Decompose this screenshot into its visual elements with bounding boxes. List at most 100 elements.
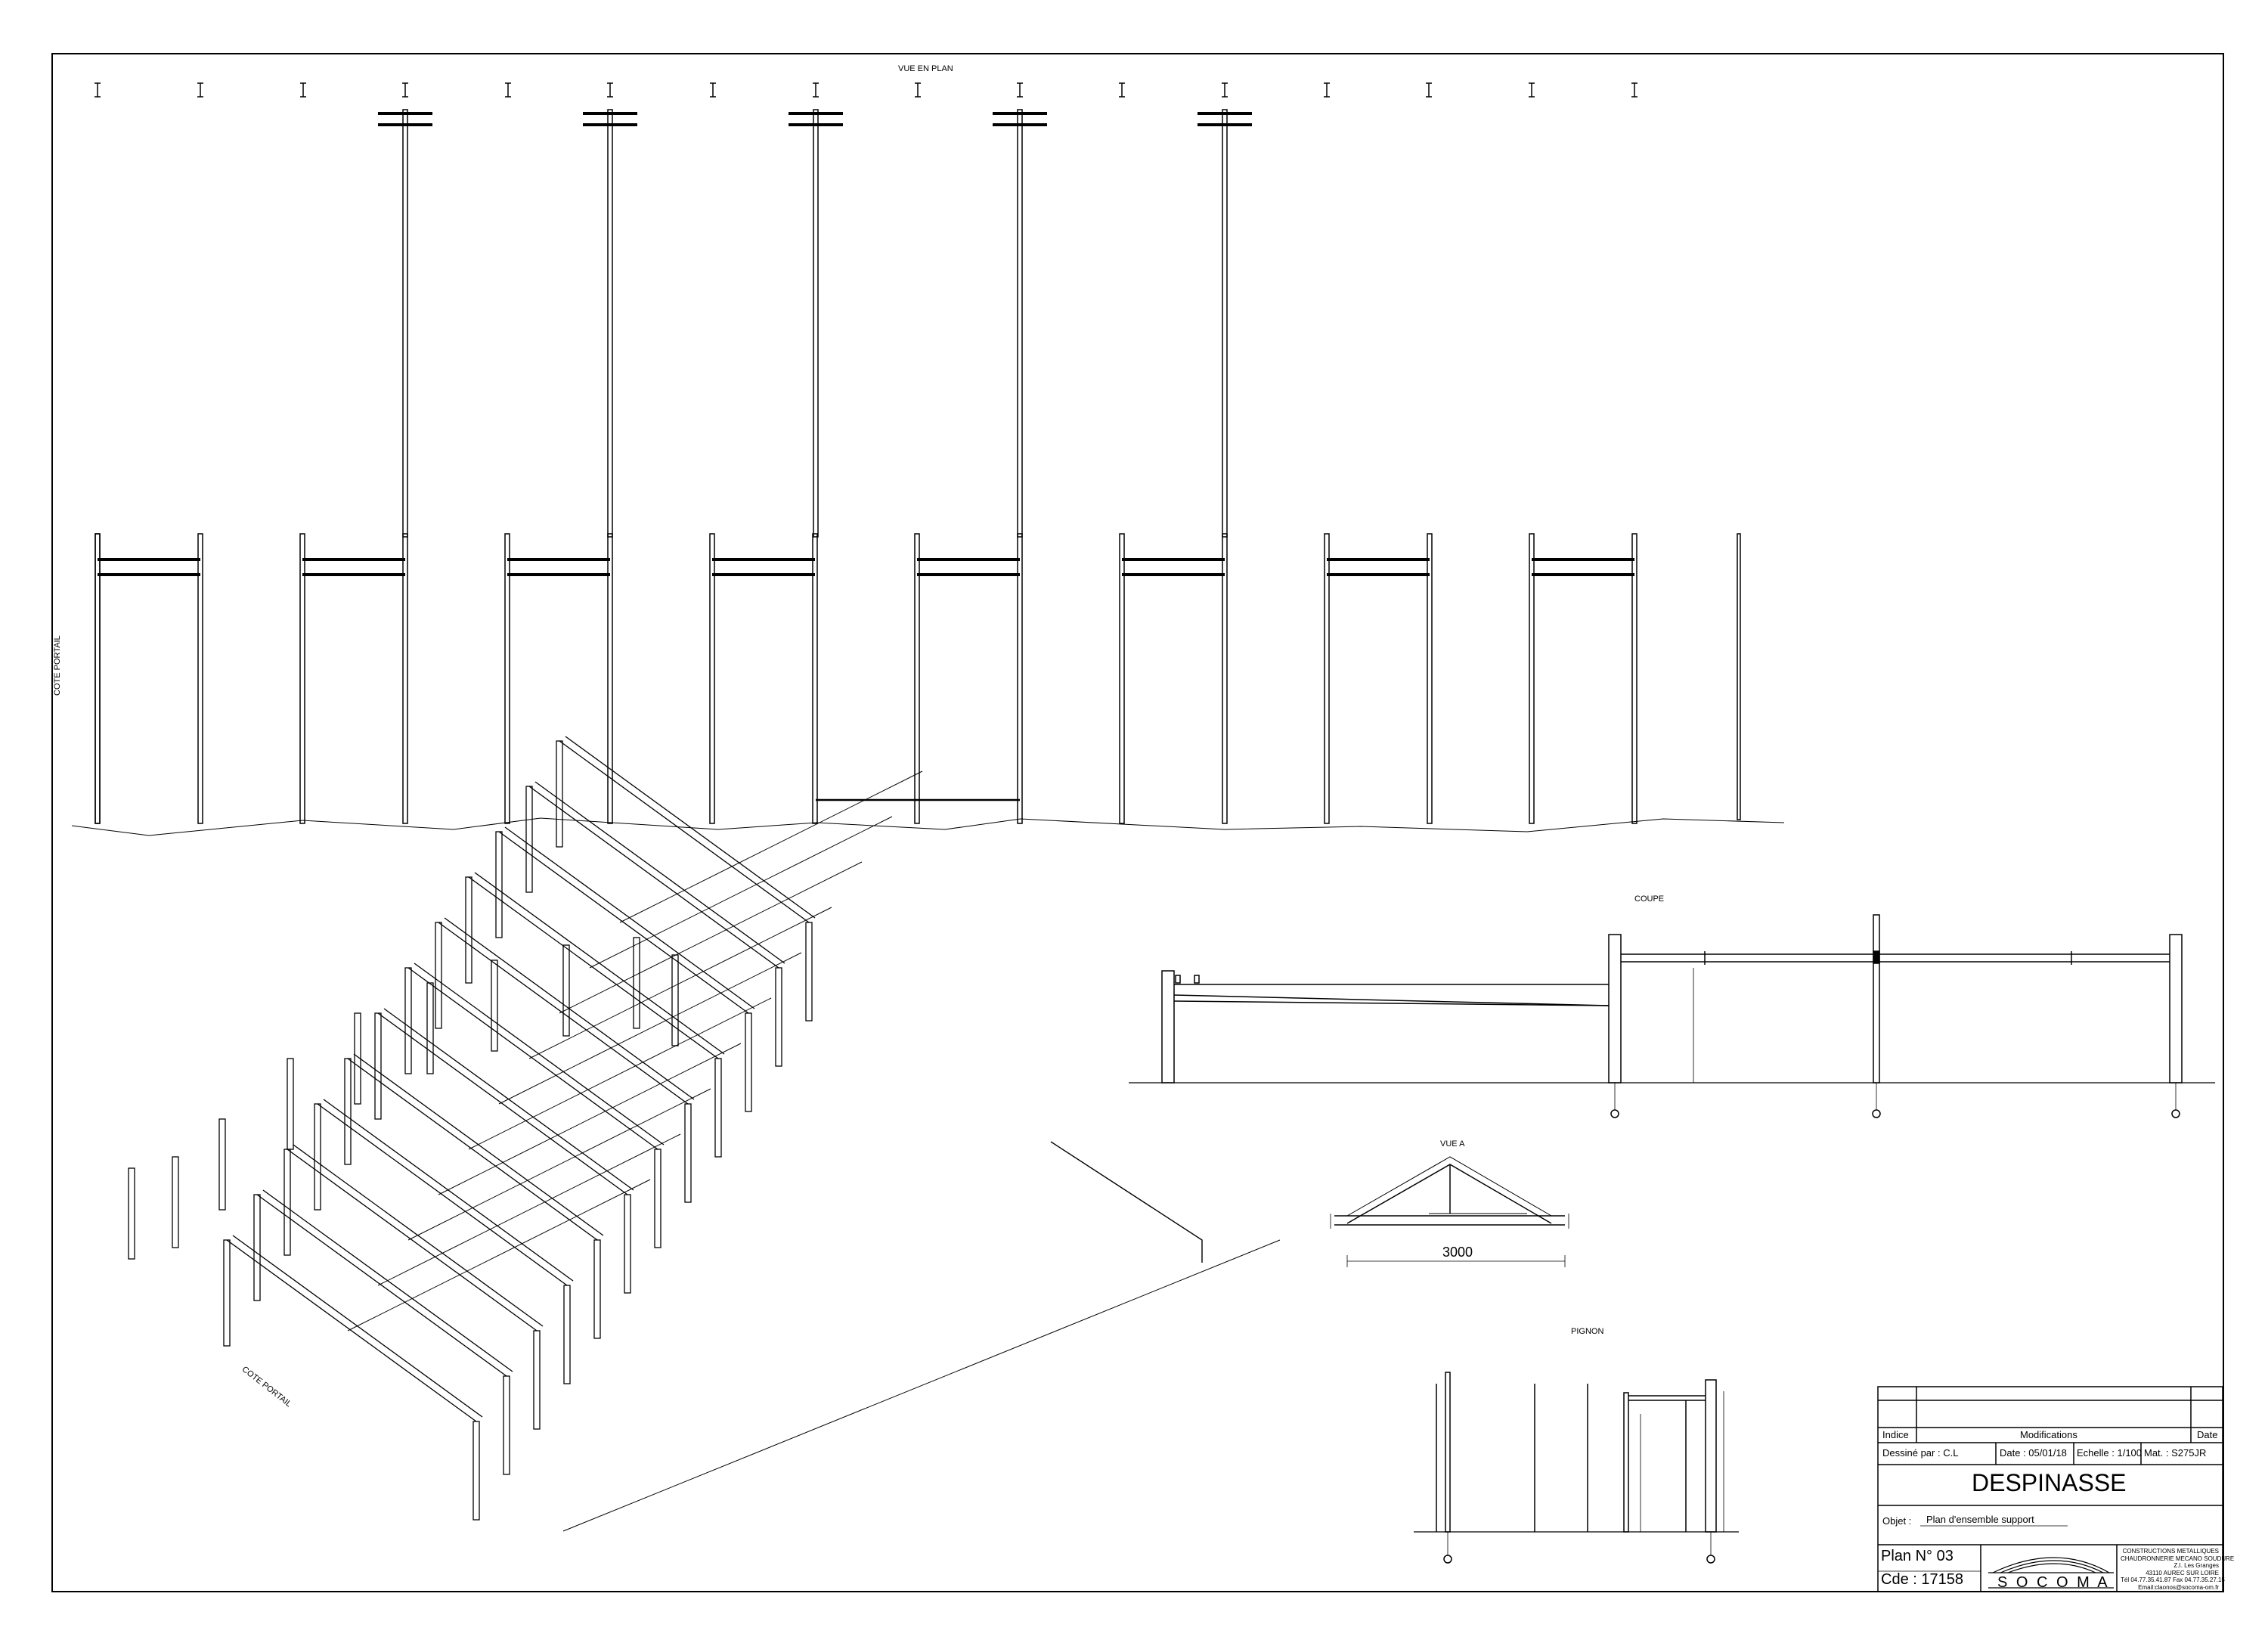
iso-rafter <box>256 1194 507 1377</box>
detail-dimension-3000: 3000 <box>1442 1245 1473 1260</box>
iso-post <box>503 1375 510 1475</box>
tb-company-line: CONSTRUCTIONS METALLIQUES <box>2122 1548 2219 1555</box>
tb-header-modifications: Modifications <box>2020 1429 2077 1440</box>
tb-order-number: Cde : 17158 <box>1881 1571 1963 1588</box>
plan-column <box>709 533 715 824</box>
iso-post <box>404 967 412 1074</box>
isometric-view <box>128 736 1281 1532</box>
tb-company-lines: CONSTRUCTIONS METALLIQUES CHAUDRONNERIE … <box>2121 1548 2235 1592</box>
plan-column <box>504 533 510 824</box>
iso-post <box>344 1058 352 1165</box>
plan-column <box>607 533 613 824</box>
iso-post <box>374 1012 382 1120</box>
tb-plan-number: Plan N° 03 <box>1881 1548 1954 1564</box>
iso-rafter <box>226 1239 477 1422</box>
iso-rafter <box>377 1012 628 1195</box>
tb-company-logo: S O C O M A <box>1997 1574 2110 1591</box>
iso-purlin <box>377 1133 681 1286</box>
iso-baseline <box>562 1239 1281 1532</box>
iso-rafter <box>559 740 810 923</box>
plan-column <box>1017 533 1023 824</box>
tb-client: DESPINASSE <box>1972 1469 2127 1496</box>
iso-post <box>775 967 782 1067</box>
plan-spine <box>607 109 613 538</box>
section-view-title: COUPE <box>1634 894 1665 904</box>
tb-object-value: Plan d'ensemble support <box>1926 1514 2034 1525</box>
iso-post <box>624 1194 631 1294</box>
iso-post <box>556 740 563 848</box>
iso-purlin <box>347 1179 651 1332</box>
tb-company-line: CHAUDRONNERIE MECANO SOUDURE <box>2121 1555 2235 1562</box>
iso-rafter <box>407 967 658 1150</box>
iso-post <box>805 922 813 1022</box>
tb-company-line: Tél 04.77.35.41.87 Fax 04.77.35.27.15 <box>2121 1576 2225 1584</box>
iso-post <box>525 786 533 893</box>
iso-rafter <box>287 1149 538 1332</box>
title-block <box>1877 1386 2223 1592</box>
iso-post <box>426 982 434 1074</box>
plan-column <box>1324 533 1330 824</box>
iso-purlin <box>619 770 923 923</box>
detail-view-a <box>1330 1156 1569 1267</box>
tb-header-indice: Indice <box>1882 1429 1909 1440</box>
iso-post <box>284 1149 291 1256</box>
iso-post <box>128 1167 135 1260</box>
iso-post <box>671 954 679 1046</box>
tb-material: Mat. : S275JR <box>2144 1447 2207 1459</box>
tb-drawn-by: Dessiné par : C.L <box>1882 1447 1959 1459</box>
plan-view <box>71 82 1785 836</box>
iso-rafter <box>347 1058 598 1241</box>
plan-spine <box>1222 109 1228 538</box>
iso-purlin <box>528 907 832 1059</box>
tb-date: Date : 05/01/18 <box>2000 1447 2067 1459</box>
tb-company-line: Z.I. Les Granges <box>2174 1562 2219 1570</box>
gable-view-title: PIGNON <box>1571 1327 1604 1336</box>
iso-post <box>465 876 472 984</box>
iso-post <box>287 1058 294 1150</box>
iso-rafter <box>468 876 719 1059</box>
plan-column <box>402 533 408 824</box>
plan-spine <box>1017 109 1023 538</box>
iso-purlin <box>498 952 802 1105</box>
iso-post <box>714 1058 722 1158</box>
tb-company-line: Email:claonos@socoma-om.fr <box>2138 1583 2219 1591</box>
sheet-border <box>51 53 2224 1592</box>
tb-object-label: Objet : <box>1882 1515 1912 1527</box>
tb-company-line: 43110 AUREC SUR LOIRE <box>2146 1569 2219 1576</box>
iso-post <box>253 1194 261 1301</box>
plan-column <box>914 533 920 824</box>
plan-column <box>1119 533 1125 824</box>
iso-purlin <box>407 1088 711 1241</box>
iso-purlin <box>589 816 893 969</box>
plan-column <box>299 533 305 824</box>
iso-post <box>533 1330 541 1430</box>
plan-column <box>197 533 203 824</box>
iso-post <box>223 1239 231 1347</box>
tb-header-date: Date <box>2197 1429 2218 1440</box>
plan-column <box>94 533 101 824</box>
plan-column <box>1427 533 1433 824</box>
iso-purlin <box>438 1043 742 1195</box>
section-view <box>1129 914 2215 1118</box>
iso-rafter <box>498 831 749 1014</box>
iso-post <box>593 1239 601 1339</box>
iso-post <box>633 937 640 1029</box>
iso-purlin <box>559 861 863 1014</box>
iso-post <box>314 1103 321 1211</box>
plan-view-title: VUE EN PLAN <box>898 64 953 73</box>
plan-column <box>1737 533 1741 820</box>
ground-profile <box>71 817 1785 836</box>
iso-post <box>495 831 503 938</box>
iso-post <box>745 1012 752 1112</box>
iso-post <box>491 960 498 1052</box>
iso-purlin <box>468 997 772 1150</box>
iso-post <box>172 1156 179 1248</box>
plan-column <box>812 533 818 824</box>
iso-fence <box>1050 1141 1203 1263</box>
plan-column <box>1222 533 1228 824</box>
iso-rafter <box>317 1103 568 1286</box>
iso-rafter <box>528 786 779 969</box>
plan-column <box>1631 533 1637 824</box>
iso-post <box>654 1149 662 1248</box>
